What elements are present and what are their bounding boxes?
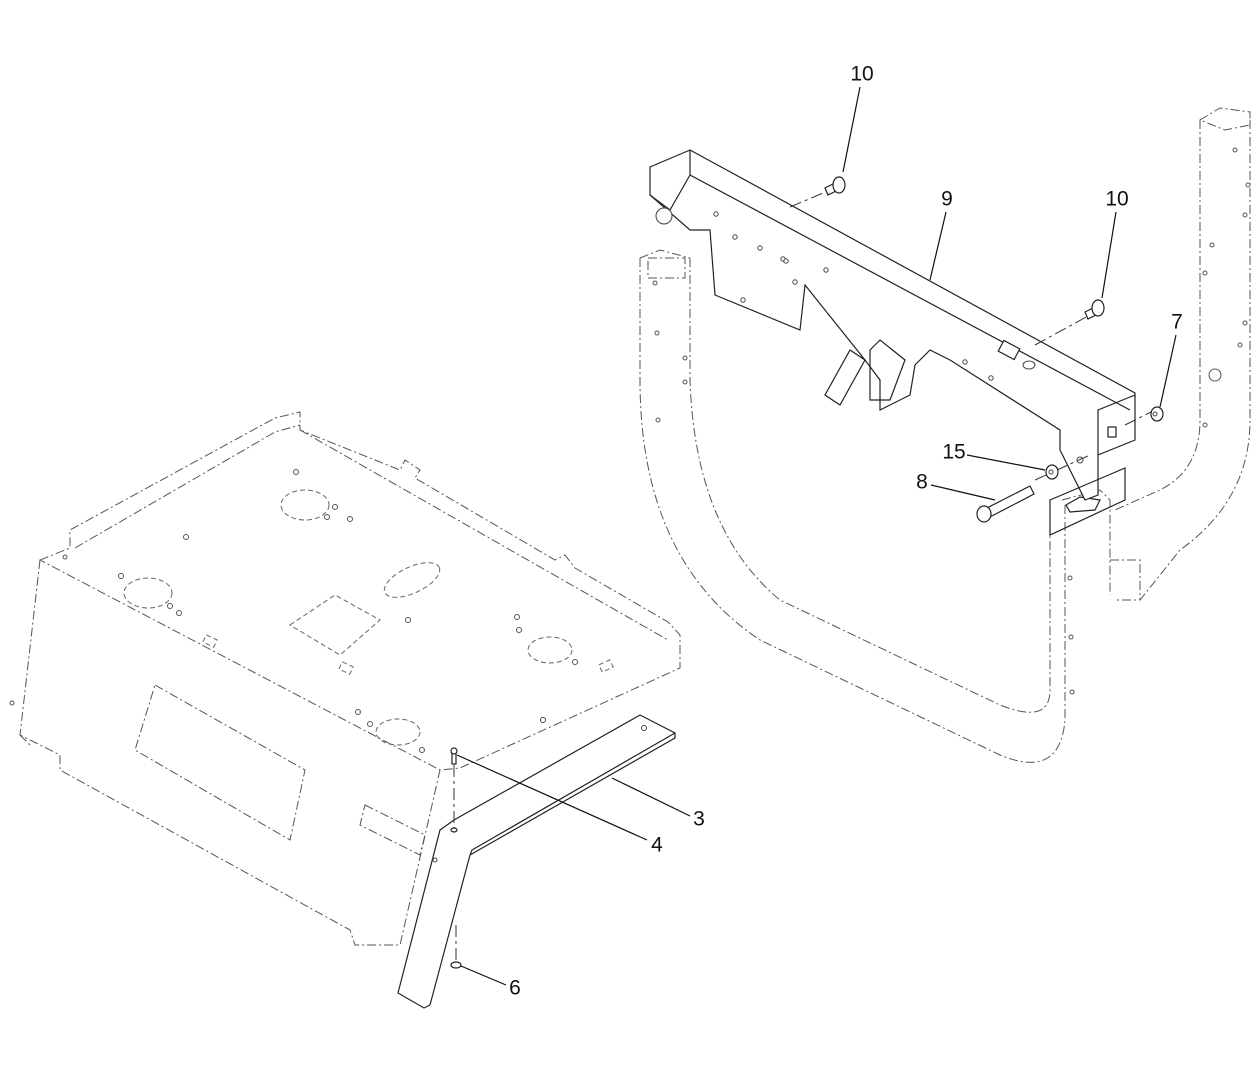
- leader-lines: [456, 86, 1177, 986]
- callout-15: 15: [942, 440, 966, 464]
- callout-10-right: 10: [1105, 187, 1129, 211]
- flange-bolt-right: [1084, 299, 1105, 320]
- angled-bracket: [397, 714, 676, 1009]
- callout-6: 6: [509, 976, 521, 1000]
- washer: [1045, 464, 1059, 480]
- callout-10-top: 10: [850, 62, 874, 86]
- bolt: [976, 485, 1035, 523]
- roll-bar-left-loop: [639, 249, 1111, 763]
- callout-8: 8: [916, 470, 928, 494]
- callout-4: 4: [651, 833, 663, 857]
- rear-frame-bracket: [649, 149, 1136, 536]
- callout-7: 7: [1171, 310, 1183, 334]
- callout-9: 9: [941, 187, 953, 211]
- pin-bolt: [450, 747, 458, 833]
- roll-bar-right-tube: [1110, 107, 1251, 601]
- nut: [450, 925, 462, 969]
- seat-deck-plate: [9, 411, 681, 946]
- locknut: [1150, 406, 1164, 422]
- flange-bolt-top: [824, 176, 846, 196]
- callout-3: 3: [693, 807, 705, 831]
